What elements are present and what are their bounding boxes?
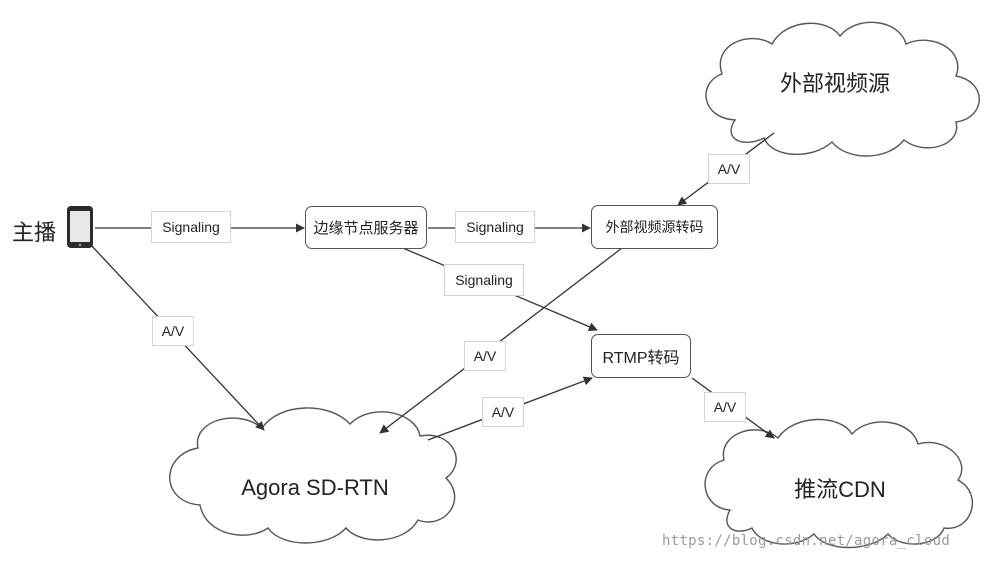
edge-label-av-phone-agora: A/V (152, 316, 194, 346)
edge-label-signaling-1: Signaling (151, 211, 231, 243)
smartphone-icon (67, 206, 93, 248)
cloud-agora (169, 407, 457, 544)
cloud-external-source-label: 外部视频源 (779, 71, 890, 96)
edge-label-av-rtmp-cdn: A/V (704, 392, 746, 422)
node-external-source-transcode: 外部视频源转码 (591, 205, 718, 249)
broadcaster-label: 主播 (12, 221, 57, 246)
edge-label-signaling-3: Signaling (444, 264, 524, 296)
watermark: https://blog.csdn.net/agora_cloud (662, 533, 951, 549)
cloud-agora-label: Agora SD-RTN (241, 475, 389, 500)
cloud-cdn-label: 推流CDN (794, 477, 886, 502)
cloud-external-source (705, 21, 980, 157)
cloud-cdn (704, 418, 974, 549)
edge-exttranscode-agora (379, 247, 623, 434)
node-edge-server: 边缘节点服务器 (305, 206, 427, 249)
edge-label-signaling-2: Signaling (455, 211, 535, 243)
edge-label-av-agora-rtmp: A/V (482, 397, 524, 427)
node-rtmp-transcode: RTMP转码 (591, 334, 691, 378)
edge-label-av-transcode-agora: A/V (464, 341, 506, 371)
edge-label-av-source-transcode: A/V (708, 154, 750, 184)
